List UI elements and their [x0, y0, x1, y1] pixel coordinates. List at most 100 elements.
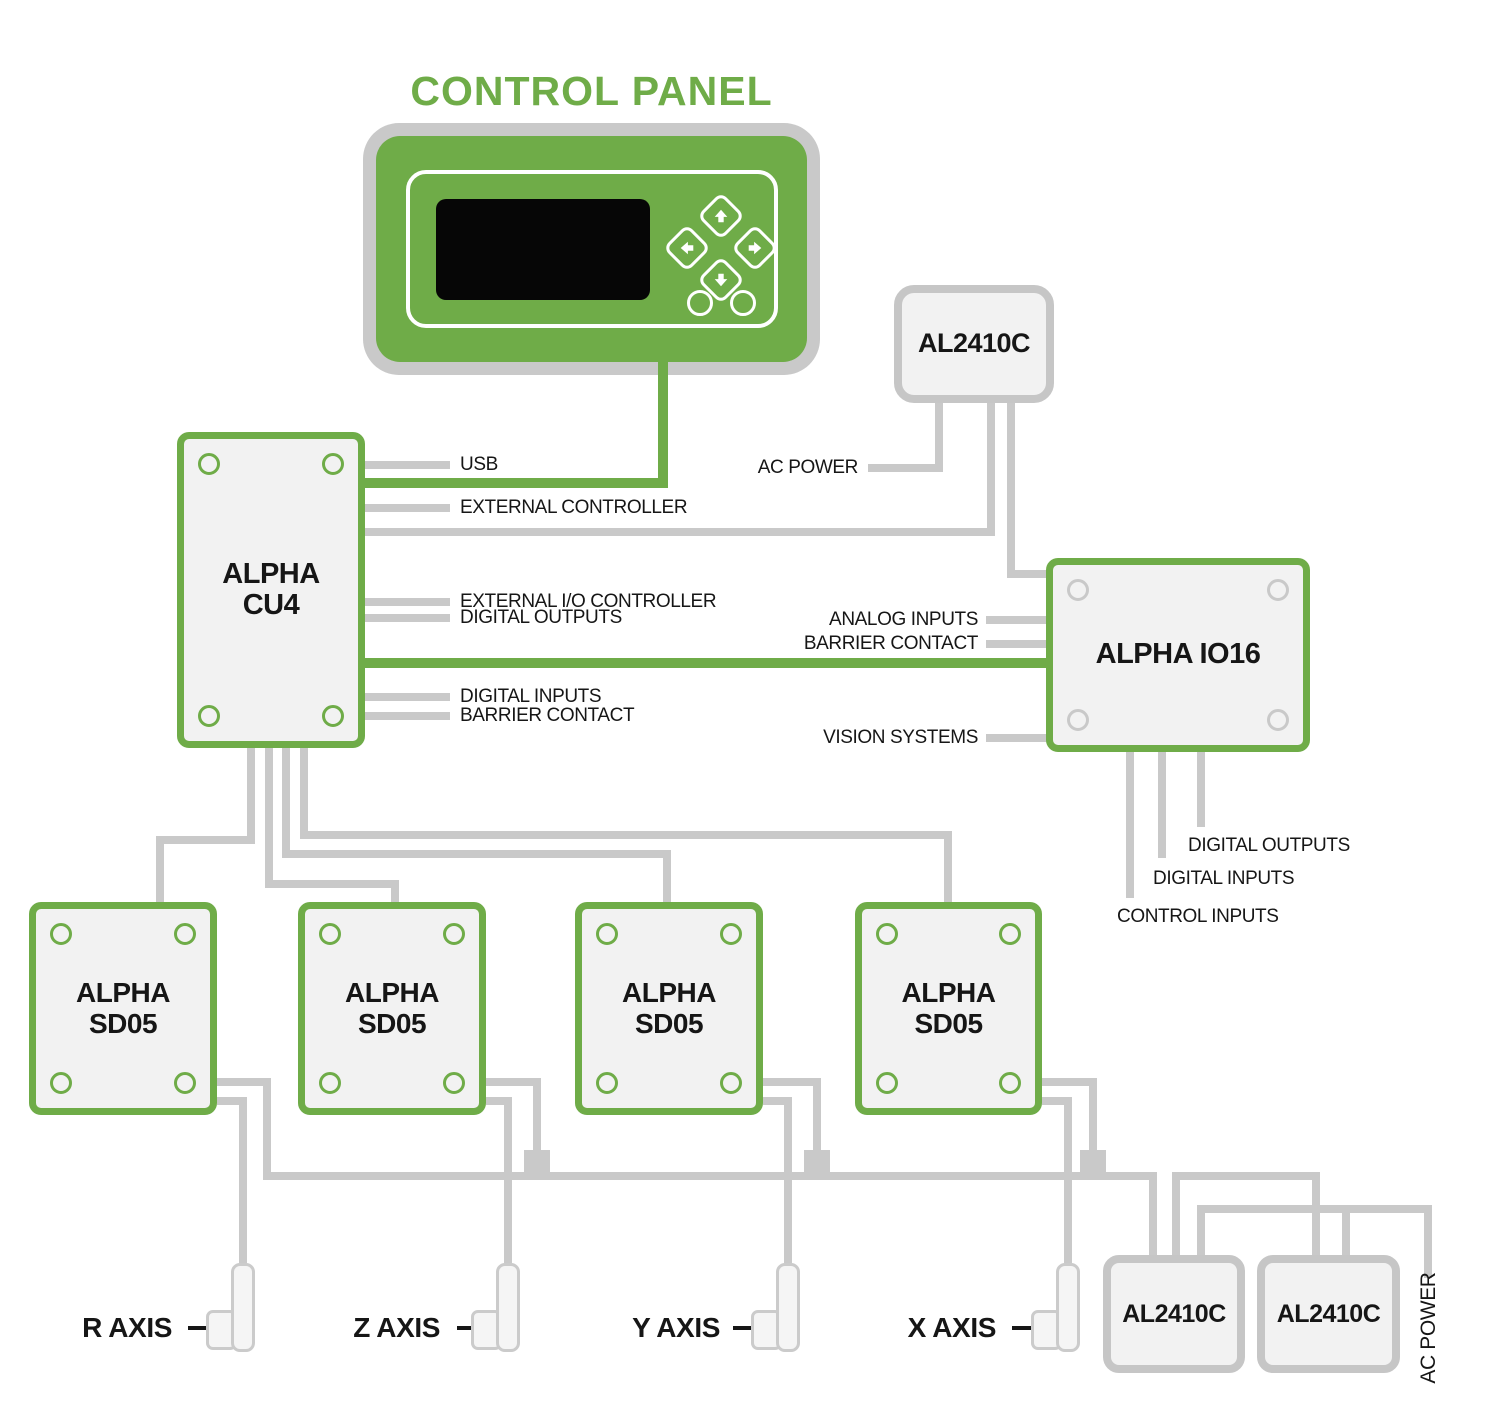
cu4-leg2-v2	[391, 888, 399, 902]
cu4-leg4-v1	[300, 748, 308, 839]
alpha-sd05-box-2: ALPHA SD05	[298, 902, 486, 1115]
mount-hole-icon	[720, 923, 742, 945]
sd05-3-bus-stub-h	[763, 1078, 821, 1086]
label-external-io-controller: EXTERNAL I/O CONTROLLER	[460, 591, 717, 612]
label-digital-inputs-cu4: DIGITAL INPUTS	[460, 686, 602, 707]
sd05-4-bus-stub-h	[1042, 1078, 1097, 1086]
mount-hole-icon	[876, 923, 898, 945]
axis-connector-x	[1056, 1263, 1080, 1352]
sd05-1-axis-stub-v	[239, 1097, 247, 1263]
al1-al2-link-v2	[1312, 1180, 1320, 1255]
analog-inputs-stub	[986, 616, 1048, 624]
power-bus-drop	[1149, 1172, 1157, 1255]
label-vision-systems: VISION SYSTEMS	[823, 727, 978, 748]
digital-outputs-stub	[365, 614, 450, 622]
usb-stub	[365, 461, 450, 469]
mount-hole-icon	[50, 923, 72, 945]
digital-inputs-stub	[365, 693, 450, 701]
al2410c-to-io16-leg-h	[1007, 570, 1048, 578]
cu4-leg4-v2	[944, 839, 952, 902]
cu4-leg2-h	[265, 880, 399, 888]
control-panel-bezel	[406, 170, 778, 328]
ac-power-link-h	[1197, 1205, 1432, 1213]
control-panel-screen	[436, 199, 650, 300]
external-controller-stub	[365, 504, 450, 512]
label-external-controller: EXTERNAL CONTROLLER	[460, 497, 688, 518]
sd05-2-bus-stub-v	[533, 1078, 541, 1152]
vision-systems-stub	[986, 734, 1048, 742]
sd05-1-bus-stub-h	[217, 1078, 271, 1086]
cu4-to-io16-line	[365, 658, 1048, 668]
arrow-left-icon	[674, 235, 699, 260]
arrow-down-icon	[708, 267, 733, 292]
dpad-down-button	[696, 255, 746, 305]
r-axis-dash	[188, 1326, 208, 1330]
sd05-3-bus-stub-v	[813, 1078, 821, 1152]
cu4-leg1-h	[156, 836, 255, 844]
label-ac-power-bottom: AC POWER	[1417, 1272, 1440, 1384]
mount-hole-icon	[1067, 709, 1089, 731]
mount-hole-icon	[174, 923, 196, 945]
junction-node	[804, 1150, 830, 1176]
round-button-left	[687, 290, 713, 316]
label-analog-inputs: ANALOG INPUTS	[829, 609, 978, 630]
al2410c-bottom-box-2: AL2410C	[1257, 1255, 1400, 1373]
label-r-axis: R AXIS	[82, 1312, 172, 1343]
label-digital-inputs-io16: DIGITAL INPUTS	[1153, 868, 1295, 889]
sd05-1-axis-stub-h	[217, 1097, 247, 1105]
mount-hole-icon	[720, 1072, 742, 1094]
alpha-io16-box: ALPHA IO16	[1046, 558, 1310, 752]
label-digital-outputs-io16: DIGITAL OUTPUTS	[1188, 835, 1350, 856]
al2410c-top-box: AL2410C	[894, 285, 1054, 403]
al1-al2-link-h	[1172, 1172, 1320, 1180]
dpad-up-button	[696, 191, 746, 241]
alpha-sd05-box-4: ALPHA SD05	[855, 902, 1042, 1115]
page-title: CONTROL PANEL	[410, 68, 773, 114]
mount-hole-icon	[443, 923, 465, 945]
cu4-leg2-v1	[265, 748, 273, 888]
ac-power-link-v2	[1342, 1213, 1350, 1255]
label-x-axis: X AXIS	[907, 1312, 997, 1343]
al1-al2-link-v1	[1172, 1175, 1180, 1255]
round-button-right	[730, 290, 756, 316]
cu4-leg1-v2	[156, 844, 164, 902]
al2410c-to-io16-leg-v	[1007, 403, 1015, 578]
mount-hole-icon	[1267, 709, 1289, 731]
mount-hole-icon	[1267, 579, 1289, 601]
label-digital-outputs-cu4: DIGITAL OUTPUTS	[460, 607, 622, 628]
ac-power-link-v3	[1424, 1213, 1432, 1278]
mount-hole-icon	[322, 705, 344, 727]
mount-hole-icon	[322, 453, 344, 475]
cu4-to-al2410c-line-v	[987, 403, 995, 536]
mount-hole-icon	[319, 923, 341, 945]
cp-to-cu4-line-h	[365, 478, 668, 488]
label-y-axis: Y AXIS	[632, 1312, 720, 1343]
axis-connector-z	[496, 1263, 520, 1352]
cu4-leg3-h	[282, 850, 671, 858]
sd05-2-bus-stub-h	[486, 1078, 541, 1086]
mount-hole-icon	[319, 1072, 341, 1094]
alpha-sd05-box-1: ALPHA SD05	[29, 902, 217, 1115]
al2410c-ac-power-leg-v	[935, 403, 943, 472]
x-axis-dash	[1012, 1326, 1032, 1330]
sd05-1-bus-stub-v	[263, 1078, 271, 1180]
mount-hole-icon	[999, 923, 1021, 945]
cu4-leg3-v2	[663, 858, 671, 902]
io16-digital-outputs-leg	[1197, 752, 1205, 827]
label-usb: USB	[460, 454, 498, 475]
mount-hole-icon	[876, 1072, 898, 1094]
mount-hole-icon	[50, 1072, 72, 1094]
arrow-right-icon	[742, 235, 767, 260]
axis-connector-r	[231, 1263, 255, 1352]
cu4-to-al2410c-line-h	[365, 528, 995, 536]
control-panel-frame	[363, 123, 820, 375]
junction-node	[524, 1150, 550, 1176]
sd05-4-axis-stub-v	[1064, 1097, 1072, 1263]
sd05-4-axis-stub-h	[1042, 1097, 1072, 1105]
mount-hole-icon	[1067, 579, 1089, 601]
sd05-2-axis-stub-h	[486, 1097, 512, 1105]
mount-hole-icon	[198, 453, 220, 475]
junction-node	[1080, 1150, 1106, 1176]
alpha-cu4-box: ALPHA CU4	[177, 432, 365, 748]
mount-hole-icon	[198, 705, 220, 727]
